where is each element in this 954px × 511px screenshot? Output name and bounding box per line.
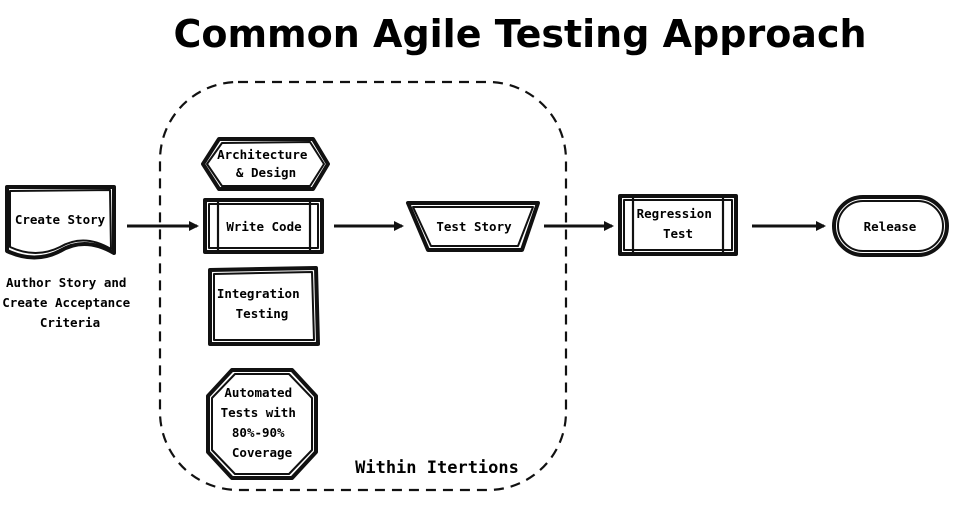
node-architecture-design-label: Architecture & Design — [217, 147, 315, 180]
iteration-label: Within Itertions — [355, 458, 519, 478]
create-story-caption: Author Story and Create Acceptance Crite… — [2, 275, 137, 330]
node-release-label: Release — [864, 219, 917, 234]
node-test-story: Test Story — [406, 201, 540, 252]
node-create-story-label: Create Story — [15, 212, 106, 227]
node-architecture-design: Architecture & Design — [201, 137, 330, 191]
node-release: Release — [832, 195, 949, 257]
node-write-code-label: Write Code — [226, 219, 302, 234]
node-regression-test-label: Regression Test — [637, 206, 720, 241]
node-create-story: Create Story — [5, 185, 116, 260]
node-automated-tests-label: Automated Tests with 80%-90% Coverage — [221, 385, 304, 460]
node-write-code: Write Code — [203, 198, 324, 254]
iteration-boundary — [158, 80, 568, 492]
node-automated-tests: Automated Tests with 80%-90% Coverage — [206, 368, 318, 480]
node-regression-test: Regression Test — [618, 194, 738, 256]
node-integration-testing-label: Integration Testing — [217, 286, 307, 321]
node-integration-testing: Integration Testing — [208, 266, 320, 346]
node-test-story-label: Test Story — [436, 219, 512, 234]
diagram-title: Common Agile Testing Approach — [173, 12, 866, 56]
